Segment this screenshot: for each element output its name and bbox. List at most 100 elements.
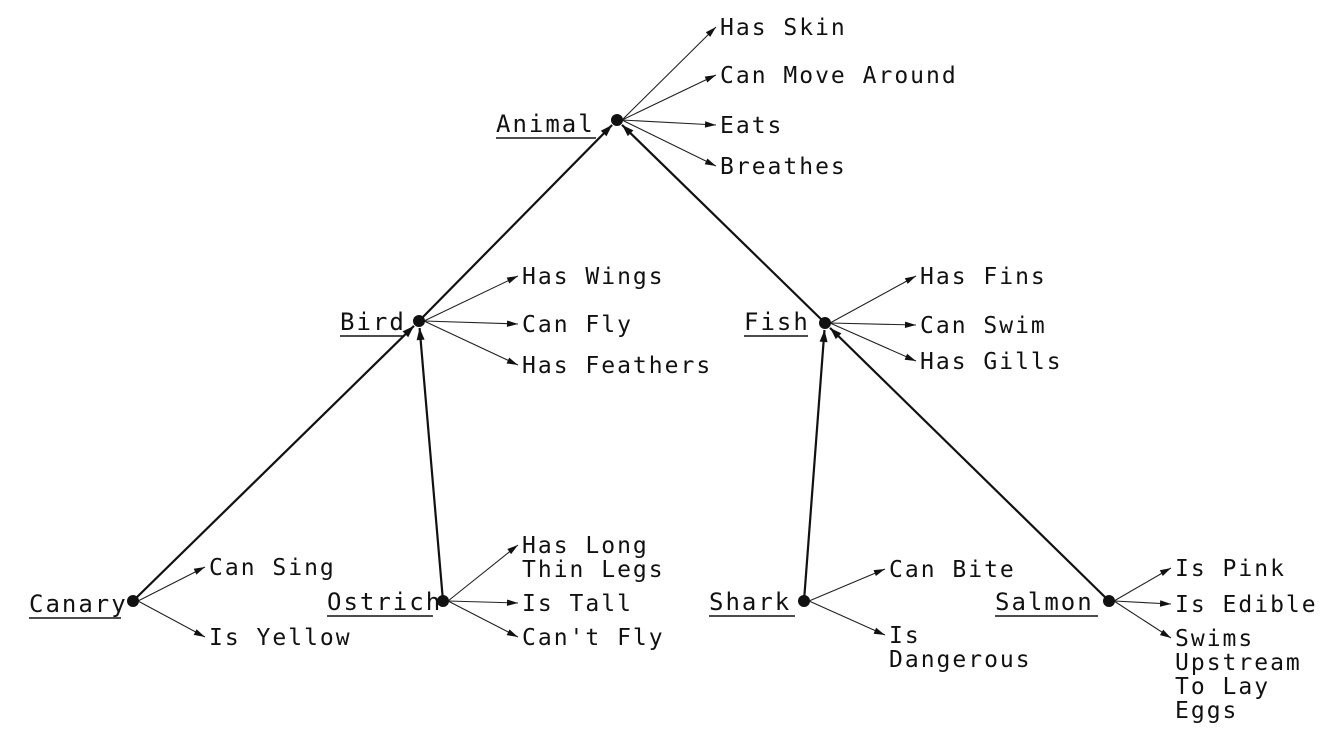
property-line-text: Is Tall — [522, 591, 633, 617]
property-label-ostrich-1: Is Tall — [522, 591, 633, 617]
property-link-bird-0 — [423, 275, 519, 322]
property-line-text: Can Bite — [889, 557, 1016, 583]
property-arrowhead-fish-0 — [904, 276, 916, 284]
property-label-bird-2: Has Feathers — [522, 353, 712, 379]
property-label-animal-3: Breathes — [720, 154, 847, 180]
property-line-text: Can Fly — [522, 312, 633, 338]
node-dot-shark — [798, 595, 810, 607]
property-arrowhead-animal-1 — [704, 75, 716, 83]
property-line-text: Is Yellow — [209, 625, 352, 651]
property-arrowhead-fish-2 — [904, 353, 916, 361]
concept-label-canary: Canary — [29, 590, 128, 618]
property-label-animal-1: Can Move Around — [720, 63, 958, 89]
concept-label-ostrich: Ostrich — [327, 588, 442, 616]
property-link-animal-1 — [621, 74, 717, 121]
property-line-text: Breathes — [720, 154, 847, 180]
isa-arrowhead-bird — [600, 125, 613, 137]
isa-link-fish-animal — [621, 124, 826, 324]
isa-arrowhead-canary — [402, 325, 414, 338]
property-link-ostrich-1 — [447, 600, 519, 604]
property-arrowhead-animal-0 — [705, 27, 716, 37]
property-label-animal-0: Has Skin — [720, 15, 847, 41]
property-link-animal-2 — [621, 119, 717, 126]
property-link-animal-3 — [621, 119, 717, 167]
property-line-text: Can Move Around — [720, 63, 958, 89]
node-dot-canary — [127, 595, 139, 607]
property-arrowhead-canary-0 — [193, 567, 205, 575]
property-link-salmon-2 — [1113, 600, 1172, 639]
node-dot-salmon — [1103, 595, 1115, 607]
property-line-text: Is — [889, 623, 921, 649]
node-dot-bird — [413, 315, 425, 327]
property-label-canary-1: Is Yellow — [209, 625, 352, 651]
isa-link-ostrich-bird — [418, 327, 445, 602]
property-link-ostrich-2 — [447, 600, 519, 638]
concept-label-animal: Animal — [496, 110, 595, 138]
property-arrowhead-animal-2 — [704, 121, 716, 128]
property-line-text: Can't Fly — [522, 625, 665, 651]
property-label-canary-0: Can Sing — [209, 555, 336, 581]
property-link-shark-0 — [808, 568, 886, 602]
property-label-fish-2: Has Gills — [920, 349, 1063, 375]
property-line-text: Thin Legs — [522, 557, 665, 583]
property-link-animal-0 — [621, 26, 717, 121]
node-dot-ostrich — [437, 595, 449, 607]
property-arrowhead-salmon-1 — [1159, 600, 1171, 607]
property-label-animal-2: Eats — [720, 113, 783, 139]
property-arrowhead-canary-1 — [193, 629, 205, 637]
isa-arrowhead-shark — [819, 330, 828, 343]
property-link-bird-2 — [423, 320, 519, 366]
isa-link-canary-bird — [132, 325, 415, 602]
property-line-text: Is Pink — [1175, 556, 1286, 582]
isa-arrowhead-ostrich — [416, 328, 425, 341]
property-arrowhead-animal-3 — [704, 158, 716, 166]
property-line-text: To Lay — [1175, 674, 1270, 700]
property-line-text: Swims — [1175, 626, 1254, 652]
property-link-shark-1 — [808, 600, 886, 636]
property-arrowhead-bird-0 — [506, 276, 518, 284]
property-link-fish-1 — [829, 322, 917, 326]
property-line-text: Eats — [720, 113, 783, 139]
property-arrowhead-shark-1 — [873, 627, 885, 635]
property-arrowhead-shark-0 — [873, 569, 885, 576]
property-link-bird-1 — [423, 320, 519, 325]
property-line-text: Dangerous — [889, 647, 1032, 673]
property-line-text: Eggs — [1175, 698, 1238, 724]
concept-label-bird: Bird — [340, 308, 406, 336]
property-label-ostrich-2: Can't Fly — [522, 625, 665, 651]
property-label-shark-0: Can Bite — [889, 557, 1016, 583]
node-dot-animal — [611, 114, 623, 126]
property-line-text: Can Swim — [920, 313, 1047, 339]
property-line-text: Has Feathers — [522, 353, 712, 379]
property-line-text: Has Fins — [920, 264, 1047, 290]
property-line-text: Upstream — [1175, 650, 1302, 676]
property-label-salmon-0: Is Pink — [1175, 556, 1286, 582]
isa-link-bird-animal — [418, 124, 613, 322]
node-dot-fish — [819, 317, 831, 329]
property-arrowhead-ostrich-2 — [506, 629, 518, 637]
property-arrowhead-ostrich-0 — [507, 545, 518, 555]
property-label-bird-1: Can Fly — [522, 312, 633, 338]
property-arrowhead-bird-1 — [506, 320, 518, 327]
property-link-canary-0 — [137, 566, 206, 602]
isa-arrowhead-fish — [622, 124, 634, 137]
property-line-text: Has Wings — [522, 264, 665, 290]
property-line-text: Is Edible — [1175, 592, 1318, 618]
property-arrowhead-fish-1 — [904, 321, 916, 328]
isa-arrowhead-salmon — [830, 327, 842, 340]
isa-link-salmon-fish — [829, 327, 1110, 602]
property-arrowhead-salmon-2 — [1159, 629, 1171, 638]
property-link-ostrich-0 — [447, 544, 519, 602]
property-arrowhead-ostrich-1 — [506, 599, 518, 606]
property-label-fish-1: Can Swim — [920, 313, 1047, 339]
property-link-canary-1 — [137, 600, 206, 638]
concept-label-salmon: Salmon — [995, 588, 1094, 616]
concept-nodes — [127, 114, 1115, 607]
property-link-fish-0 — [829, 275, 917, 324]
property-line-text: Has Gills — [920, 349, 1063, 375]
property-label-bird-0: Has Wings — [522, 264, 665, 290]
